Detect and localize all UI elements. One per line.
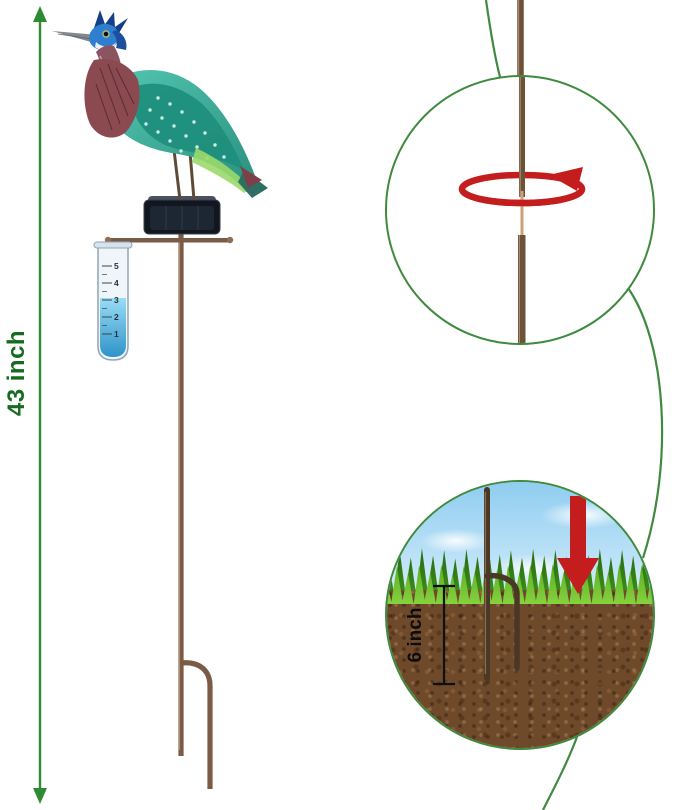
solar-panel [143,196,221,235]
rotation-detail-art [458,77,586,343]
heron-eye [104,32,108,36]
gauge-tick-label: 2 [114,312,119,322]
heron-figure [52,10,268,201]
gauge-tick-label: 4 [114,278,119,288]
heron-wing-spots [144,96,226,160]
inserted-stake [484,487,520,681]
ground-callout-circle: 6 inch [385,480,655,750]
soil [387,590,653,748]
pole-joint [518,77,526,343]
heron-shoulder-feathers [84,58,140,138]
height-dimension-arrow [33,6,47,804]
gauge-tick-label: 5 [114,261,119,271]
heron-beak [52,31,98,44]
height-label: 43 inch [3,329,30,417]
rotate-arrowhead-icon [549,167,583,191]
garden-stake [178,234,213,789]
gauge-water [100,298,126,357]
down-arrow-icon [557,496,599,594]
arrow-up-icon [33,6,47,22]
rotation-callout-circle [385,75,655,345]
connector-curve-top [484,0,502,78]
insertion-detail-art: 6 inch [405,487,599,686]
gauge-tick-marks [102,265,112,335]
inserted-stake-fork [484,572,520,671]
arrow-down-icon [33,788,47,804]
heron-belly [192,148,252,193]
pole-above-callout [517,0,524,76]
rain-gauge: 5 4 3 2 1 [93,241,133,361]
heron-crest [94,10,106,28]
stake-fork [180,660,213,789]
heron-leg [172,149,182,201]
gauge-tick-label: 1 [114,329,119,339]
heron-leg [188,151,196,201]
gauge-tick-label: 3 [114,295,119,305]
depth-label: 6 inch [405,608,426,663]
gauge-rim [93,241,133,249]
depth-measure-line [433,584,455,686]
heron-wing [130,83,244,170]
